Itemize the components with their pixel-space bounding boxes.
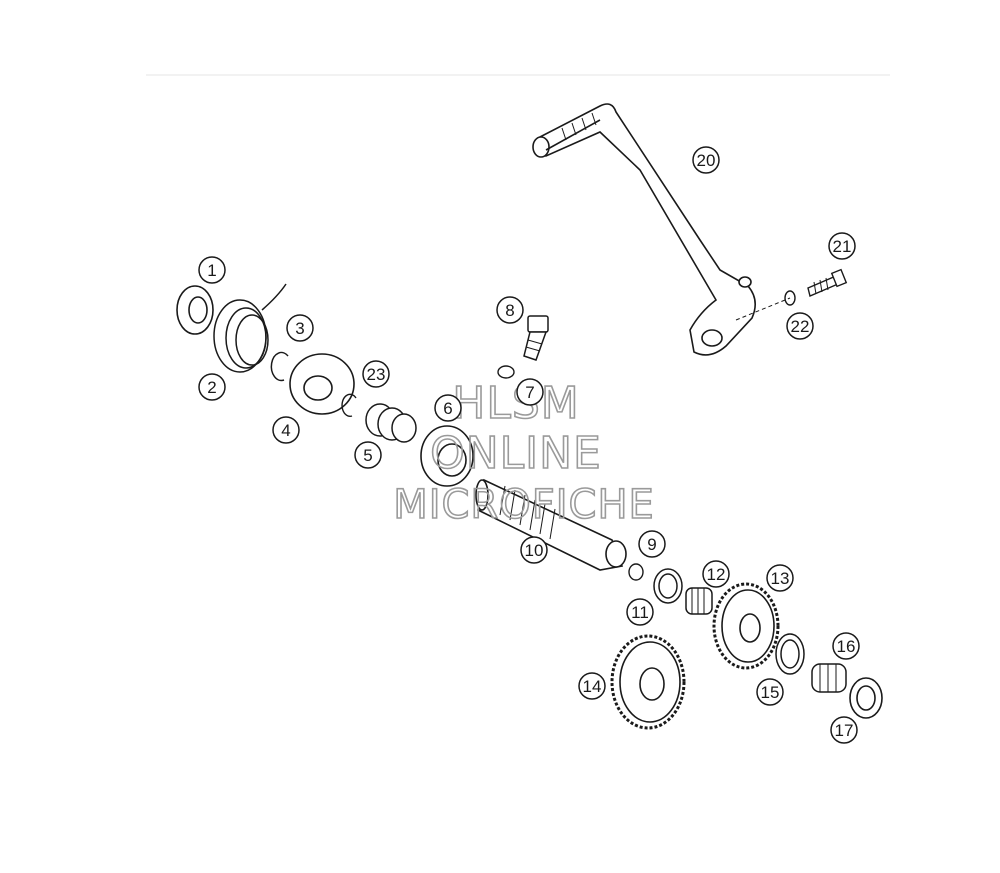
- callout-circle: [702, 560, 730, 588]
- callout-label: 3: [295, 319, 304, 338]
- part-washer-7: [497, 365, 515, 379]
- callout-13: 13: [766, 564, 794, 592]
- callout-label: 8: [505, 301, 514, 320]
- callout-label: 22: [791, 317, 810, 336]
- callout-23: 23: [362, 360, 390, 388]
- callout-label: 5: [363, 446, 372, 465]
- callout-label: 2: [207, 378, 216, 397]
- callout-circle: [354, 441, 382, 469]
- callout-label: 4: [281, 421, 290, 440]
- part-washer-11: [653, 568, 683, 604]
- part-circlip-23: [341, 393, 357, 418]
- callout-21: 21: [828, 232, 856, 260]
- callout-1: 1: [198, 256, 226, 284]
- callout-12: 12: [702, 560, 730, 588]
- callout-circle: [638, 530, 666, 558]
- callout-label: 16: [837, 637, 856, 656]
- callout-label: 20: [697, 151, 716, 170]
- callout-label: 7: [525, 383, 534, 402]
- part-bushing: [365, 403, 417, 443]
- part-seal-ring: [176, 285, 214, 335]
- callout-label: 14: [583, 677, 602, 696]
- callout-circle: [520, 536, 548, 564]
- callout-3: 3: [286, 314, 314, 342]
- callout-label: 23: [367, 365, 386, 384]
- part-kick-lever: [532, 103, 791, 356]
- callout-22: 22: [786, 312, 814, 340]
- callout-9: 9: [638, 530, 666, 558]
- callout-circle: [756, 678, 784, 706]
- callout-2: 2: [198, 373, 226, 401]
- part-gear-13: [712, 582, 780, 670]
- part-ratchet: [420, 425, 474, 487]
- callout-label: 10: [525, 541, 544, 560]
- callout-circle: [198, 256, 226, 284]
- part-bolt: [807, 268, 848, 297]
- part-washer-15: [775, 633, 805, 675]
- callout-17: 17: [830, 716, 858, 744]
- callout-label: 13: [771, 569, 790, 588]
- callout-label: 9: [647, 535, 656, 554]
- part-washer-22: [784, 290, 796, 306]
- callout-circle: [578, 672, 606, 700]
- callout-circle: [626, 598, 654, 626]
- callout-8: 8: [496, 296, 524, 324]
- callout-label: 11: [631, 603, 649, 622]
- watermark-line-2: ONLINE: [430, 428, 602, 479]
- callout-circle: [832, 632, 860, 660]
- callout-15: 15: [756, 678, 784, 706]
- watermark-line-3: MICROFICHE: [393, 482, 655, 528]
- callout-11: 11: [626, 598, 654, 626]
- part-spring: [213, 283, 287, 373]
- callout-circle: [272, 416, 300, 444]
- callout-circle: [786, 312, 814, 340]
- callout-4: 4: [272, 416, 300, 444]
- callout-circle: [766, 564, 794, 592]
- callout-20: 20: [692, 146, 720, 174]
- callout-circle: [198, 373, 226, 401]
- callout-6: 6: [434, 394, 462, 422]
- part-shaft: [475, 478, 627, 571]
- callout-7: 7: [516, 378, 544, 406]
- part-ring-9: [628, 563, 644, 581]
- callout-label: 1: [207, 261, 216, 280]
- callout-circle: [362, 360, 390, 388]
- callout-16: 16: [832, 632, 860, 660]
- callout-14: 14: [578, 672, 606, 700]
- watermark-line-1: HLSM: [452, 378, 580, 429]
- callout-circle: [434, 394, 462, 422]
- callout-circle: [516, 378, 544, 406]
- callout-circle: [830, 716, 858, 744]
- part-gear-14: [610, 634, 686, 730]
- callout-label: 15: [761, 683, 780, 702]
- part-circlip-3: [270, 351, 289, 382]
- callout-circle: [692, 146, 720, 174]
- callout-circle: [828, 232, 856, 260]
- callout-label: 17: [835, 721, 854, 740]
- callout-label: 12: [707, 565, 726, 584]
- callout-label: 6: [443, 399, 452, 418]
- part-ring-17: [849, 677, 883, 719]
- watermark: HLSM ONLINE MICROFICHE: [392, 377, 655, 529]
- part-needle-bearing-12: [685, 587, 713, 615]
- part-needle-bearing-16: [811, 663, 847, 693]
- callout-circle: [496, 296, 524, 324]
- part-stop-bolt: [523, 315, 549, 361]
- callout-circle: [286, 314, 314, 342]
- callout-label: 21: [833, 237, 852, 256]
- callout-10: 10: [520, 536, 548, 564]
- callout-5: 5: [354, 441, 382, 469]
- part-thrust-washer: [289, 353, 355, 415]
